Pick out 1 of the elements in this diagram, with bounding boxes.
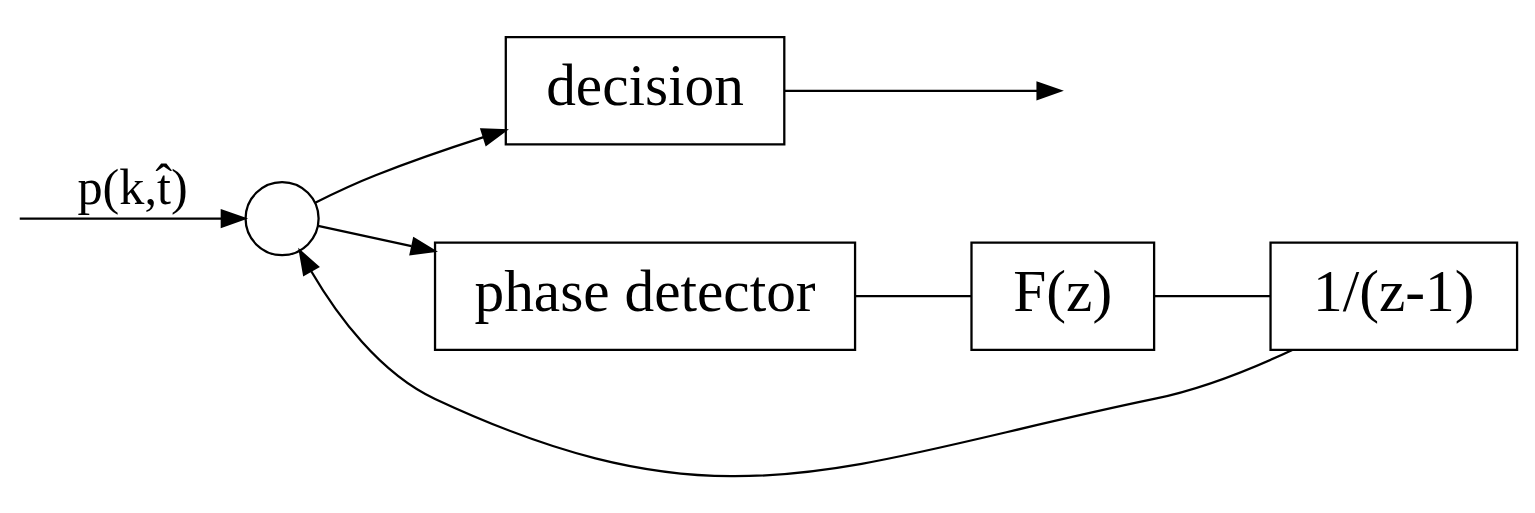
edge-label: p(k,t̂): [77, 158, 188, 215]
